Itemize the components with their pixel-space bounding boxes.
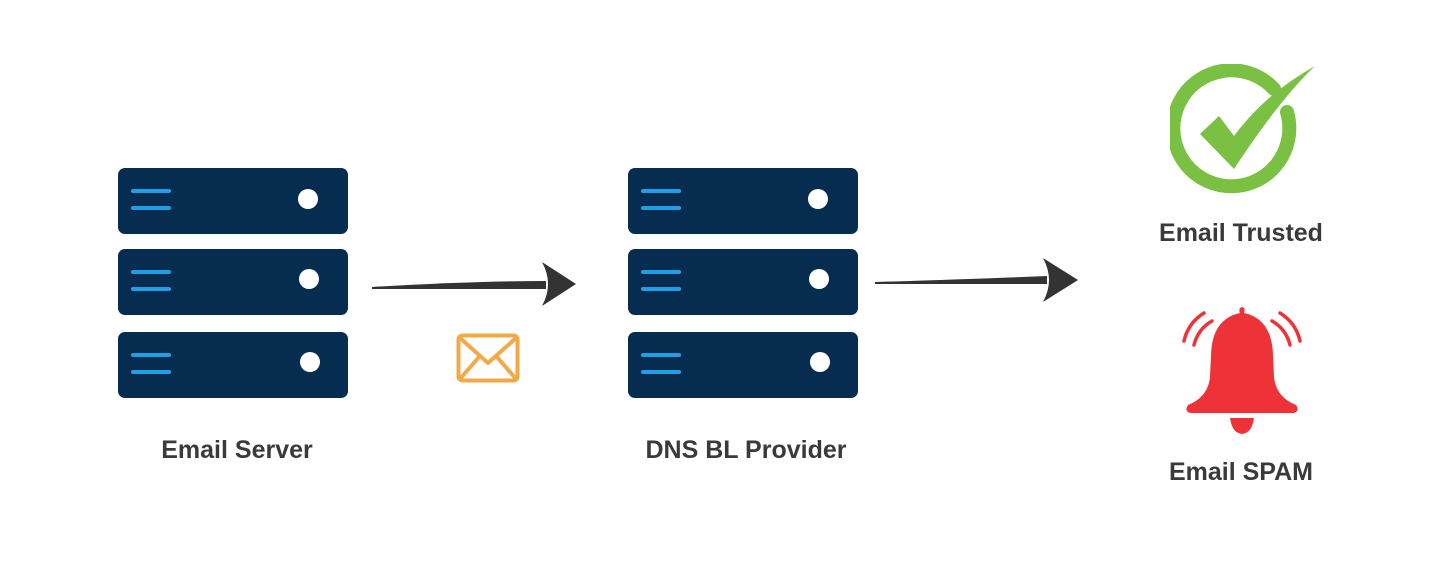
check-circle-icon [1166, 63, 1318, 198]
email-trusted-label: Email Trusted [1159, 219, 1323, 247]
flow-arrow-server-to-dnsbl [372, 262, 578, 308]
email-server-icon [117, 167, 349, 399]
email-server-label: Email Server [161, 436, 313, 464]
envelope-icon [456, 333, 520, 383]
server-unit [118, 168, 348, 234]
dnsbl-server-icon [627, 167, 859, 399]
server-unit [628, 249, 858, 315]
flow-arrow-dnsbl-to-result [875, 258, 1080, 304]
alarm-bell-icon [1180, 305, 1304, 439]
dnsbl-provider-label: DNS BL Provider [645, 436, 847, 464]
server-unit [628, 332, 858, 398]
server-unit [118, 332, 348, 398]
server-unit [628, 168, 858, 234]
email-spam-label: Email SPAM [1168, 458, 1314, 486]
server-unit [118, 249, 348, 315]
